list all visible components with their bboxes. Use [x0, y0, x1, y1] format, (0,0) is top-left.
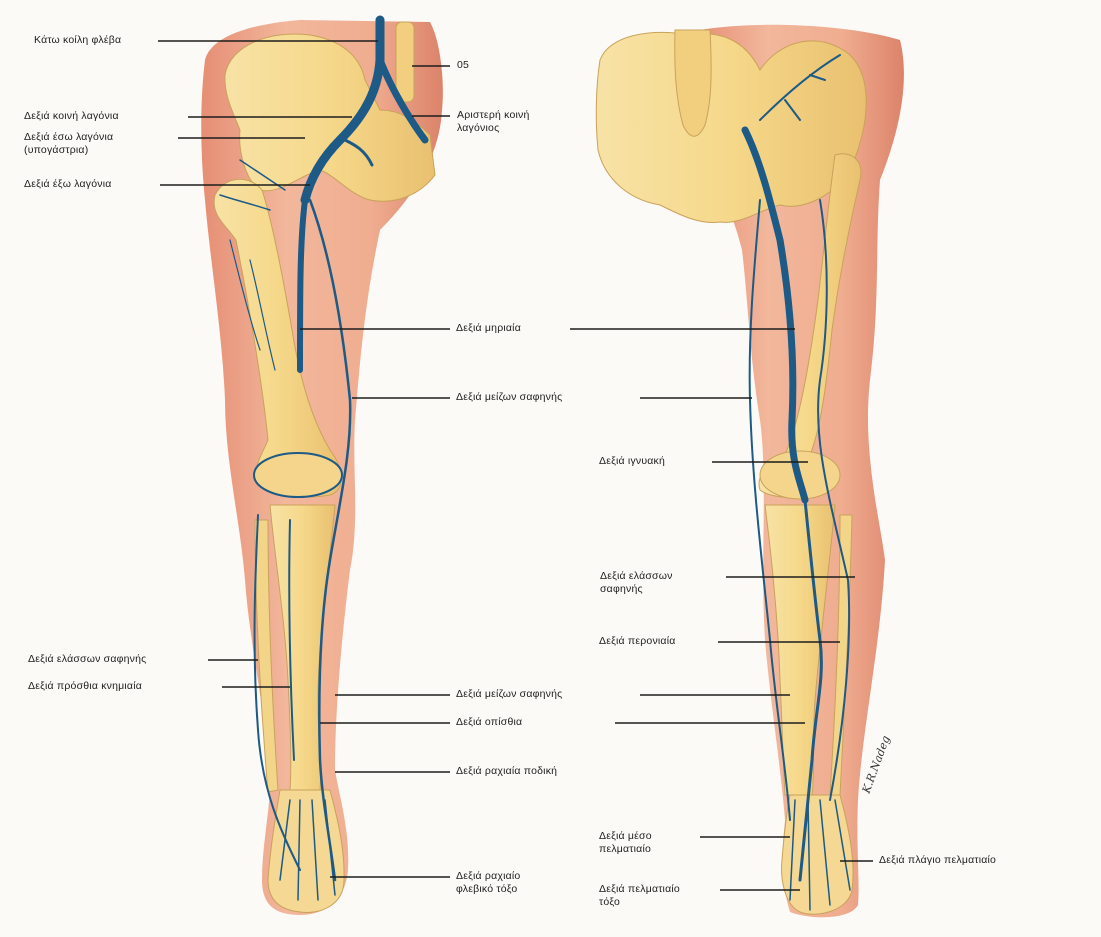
label-right-lateral-plantar: Δεξιά πλάγιο πελματιαίο: [879, 854, 996, 867]
label-right-internal-iliac: Δεξιά έσω λαγόνια (υπογάστρια): [24, 131, 113, 157]
anterior-sacrum-bone: [396, 22, 414, 102]
anterior-foot-bones: [268, 790, 344, 913]
label-right-anterior-tibial: Δεξιά πρόσθια κνημιαία: [28, 680, 142, 693]
label-right-peroneal: Δεξιά περονιαία: [599, 635, 676, 648]
label-os: 05: [457, 59, 469, 72]
label-right-great-saphenous: Δεξιά μείζων σαφηνής: [456, 391, 562, 404]
label-right-common-iliac: Δεξιά κοινή λαγόνια: [24, 110, 119, 123]
label-right-popliteal: Δεξιά ιγνυακή: [599, 455, 665, 468]
label-right-external-iliac: Δεξιά έξω λαγόνια: [24, 178, 112, 191]
label-right-femoral: Δεξιά μηριαία: [456, 322, 521, 335]
label-right-great-saphenous-lower: Δεξιά μείζων σαφηνής: [456, 688, 562, 701]
label-right-medial-plantar: Δεξιά μέσο πελματιαίο: [599, 830, 652, 856]
posterior-view: [596, 25, 904, 918]
posterior-pelvis-bone: [596, 32, 866, 222]
label-right-small-saphenous-anterior: Δεξιά ελάσσων σαφηνής: [28, 653, 146, 666]
label-right-small-saphenous-posterior: Δεξιά ελάσσων σαφηνής: [600, 570, 673, 596]
label-right-dorsal-foot: Δεξιά ραχιαία ποδική: [456, 765, 557, 778]
label-right-plantar-arch: Δεξιά πελματιαίο τόξο: [599, 883, 680, 909]
label-right-posterior-tibial: Δεξιά οπίσθια: [456, 716, 522, 729]
anterior-patella-bone: [254, 453, 342, 497]
label-inferior-vena-cava: Κάτω κοίλη φλέβα: [34, 34, 121, 47]
label-left-common-iliac: Αριστερή κοινή λαγόνιος: [457, 109, 530, 135]
label-right-dorsal-venous-arch: Δεξιά ραχιαίο φλεβικό τόξο: [456, 870, 520, 896]
anterior-view: [201, 20, 443, 915]
